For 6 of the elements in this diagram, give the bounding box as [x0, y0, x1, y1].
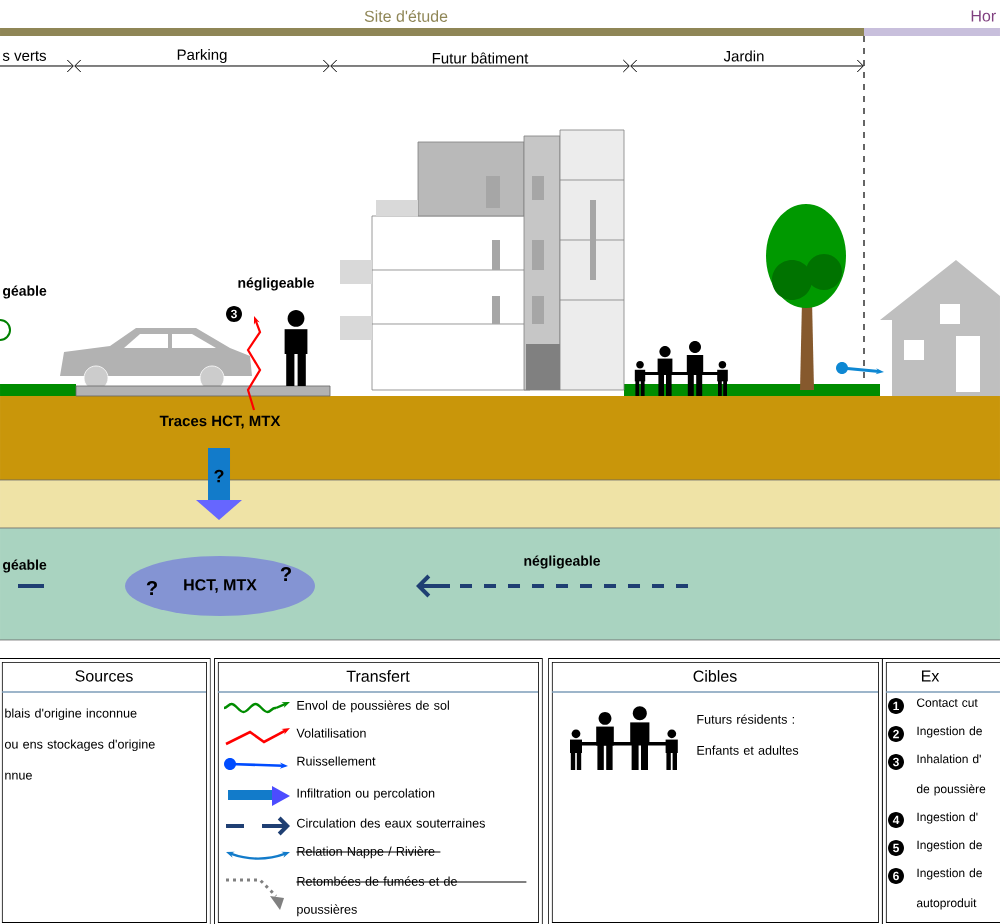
question-mark: ? [146, 581, 157, 595]
zone-title: Hor [971, 10, 996, 22]
cibles-icon [570, 706, 678, 770]
question-mark: ? [214, 469, 224, 483]
zone-title: Site d'étude [364, 10, 448, 22]
question-mark: ? [280, 567, 291, 581]
